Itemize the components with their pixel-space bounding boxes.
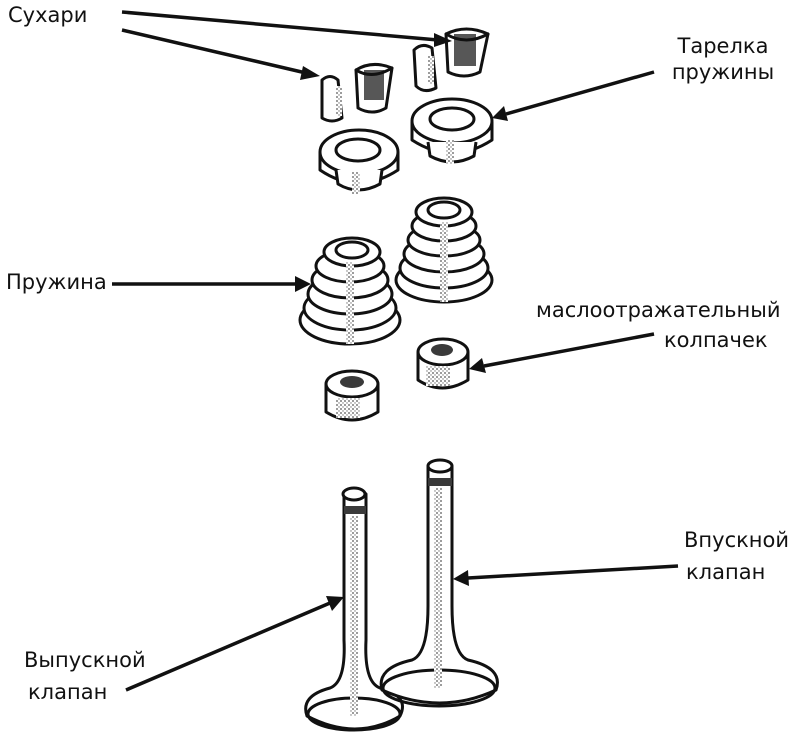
label-intake-line2: клапан: [686, 560, 766, 584]
label-valve-seal-line1: маслоотражательный: [536, 298, 781, 322]
label-exhaust-line2: клапан: [28, 680, 108, 704]
arrow-valve-seal: [469, 332, 655, 373]
arrow-keepers-right: [121, 10, 452, 47]
spring-retainer-left: [318, 128, 400, 194]
valve-seal-right: [416, 337, 470, 390]
label-spring: Пружина: [6, 270, 107, 294]
label-spring-retainer-line1: Тарелка: [677, 34, 769, 58]
arrow-spring: [112, 276, 311, 292]
spring-retainer-right: [410, 97, 494, 164]
intake-valve: [379, 458, 499, 708]
arrow-keepers-left: [121, 28, 320, 80]
valve-seal-left: [324, 369, 380, 422]
spring-left: [298, 236, 402, 346]
exhaust-valve: [304, 486, 404, 732]
label-exhaust-line1: Выпускной: [24, 648, 146, 672]
label-valve-seal-line2: колпачек: [664, 328, 768, 352]
spring-right: [394, 196, 494, 304]
label-spring-retainer-line2: пружины: [671, 60, 775, 84]
arrow-spring-retainer: [492, 70, 655, 121]
keepers-right: [412, 27, 490, 93]
label-keepers: Сухари: [8, 3, 88, 27]
arrow-exhaust-valve: [125, 596, 344, 692]
keepers-left: [320, 63, 394, 123]
arrow-intake-valve: [453, 564, 679, 586]
label-intake-line1: Впускной: [684, 528, 790, 552]
